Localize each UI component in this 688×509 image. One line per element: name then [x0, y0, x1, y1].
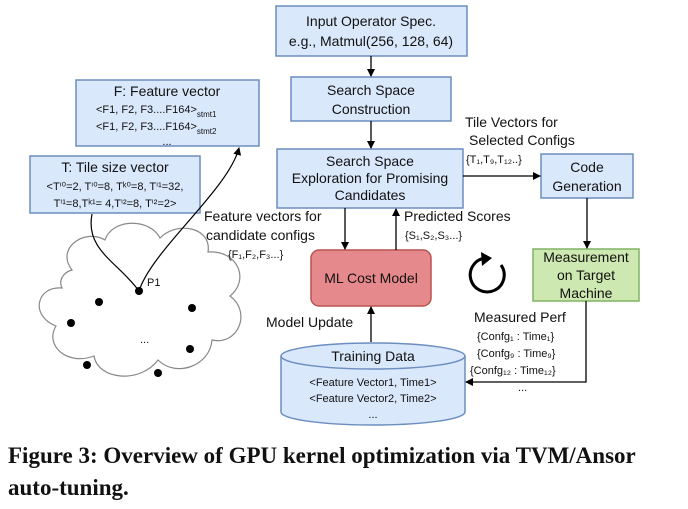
- exploration-line1: Search Space: [326, 153, 414, 169]
- measured-conf-more: ...: [518, 382, 527, 394]
- code-gen-line1: Code: [570, 159, 604, 175]
- refresh-cycle-icon: [468, 252, 506, 294]
- code-gen-line2: Generation: [552, 178, 621, 194]
- tile-vectors-label-1: Tile Vectors for: [465, 114, 558, 130]
- tile-vectors-label-3: {T₁,T₉,T₁₂..}: [466, 154, 522, 166]
- tile-box-line1: <Tⁱ⁰=2, Tⁱ⁰=8, Tᵏ⁰=8, Tⁱ¹=32,: [47, 181, 184, 193]
- code-generation-box: Code Generation: [540, 153, 634, 199]
- p1-to-feature-connector: [138, 147, 242, 292]
- feature-vectors-label-3: {F₁,F₂,F₃...}: [228, 249, 284, 261]
- feature-box-row3: ...: [162, 136, 171, 148]
- feature-vector-box: F: Feature vector <F1, F2, F3....F164>st…: [75, 79, 260, 148]
- feature-vectors-label-1: Feature vectors for: [204, 208, 322, 224]
- feature-box-title: F: Feature vector: [114, 83, 221, 99]
- training-data-row1: <Feature Vector1, Time1>: [309, 377, 436, 389]
- search-space-line1: Search Space: [327, 82, 415, 98]
- tile-vectors-label-2: Selected Configs: [469, 132, 575, 148]
- figure-caption: Figure 3: Overview of GPU kernel optimiz…: [8, 443, 636, 500]
- search-space-cloud: P1 ...: [38, 222, 242, 377]
- exploration-line3: Candidates: [335, 187, 406, 203]
- measurement-line2: on Target: [557, 267, 615, 283]
- training-data-title: Training Data: [331, 348, 415, 364]
- feature-box-row1: <F1, F2, F3....F164>stmt1: [96, 104, 217, 119]
- p1-to-tile-connector: [90, 213, 140, 292]
- cloud-point: [154, 369, 162, 377]
- cloud-ellipsis: ...: [140, 334, 149, 346]
- search-space-construction-box: Search Space Construction: [290, 76, 452, 122]
- predicted-scores-label: Predicted Scores: [404, 208, 511, 224]
- arrow-measurement-to-training: [465, 301, 587, 386]
- input-operator-spec-box: Input Operator Spec. e.g., Matmul(256, 1…: [275, 5, 468, 57]
- measured-conf1: {Confg₁ : Time₁}: [477, 331, 554, 343]
- measured-perf-label: Measured Perf: [474, 309, 566, 325]
- feature-vectors-label-2: candidate configs: [206, 227, 315, 243]
- tile-size-vector-box: T: Tile size vector <Tⁱ⁰=2, Tⁱ⁰=8, Tᵏ⁰=8…: [29, 155, 201, 214]
- measurement-box: Measurement on Target Machine: [532, 248, 640, 302]
- exploration-box: Search Space Exploration for Promising C…: [276, 148, 464, 209]
- search-space-line2: Construction: [332, 101, 411, 117]
- cloud-point: [83, 361, 91, 369]
- input-spec-line2: e.g., Matmul(256, 128, 64): [289, 33, 453, 49]
- ml-model-label: ML Cost Model: [324, 270, 418, 286]
- training-data-row2: <Feature Vector2, Time2>: [309, 393, 436, 405]
- measurement-line1: Measurement: [543, 249, 629, 265]
- training-data-cylinder: Training Data <Feature Vector1, Time1> <…: [280, 342, 466, 426]
- input-spec-line1: Input Operator Spec.: [306, 13, 436, 29]
- predicted-scores-values: {S₁,S₂,S₃...}: [405, 230, 462, 242]
- exploration-line2: Exploration for Promising: [292, 170, 448, 186]
- tile-box-line2: Tⁱ¹=8,Tᵏ¹= 4,Tⁱ²=8, Tⁱ²=2>: [54, 198, 177, 210]
- measured-conf12: {Confg₁₂ : Time₁₂}: [470, 365, 556, 377]
- tile-box-title: T: Tile size vector: [61, 159, 169, 175]
- cloud-point: [188, 304, 196, 312]
- cloud-point: [67, 319, 75, 327]
- ml-cost-model-box: ML Cost Model: [310, 249, 432, 307]
- cloud-point: [186, 345, 194, 353]
- cloud-point: [95, 298, 103, 306]
- diagram-canvas: Input Operator Spec. e.g., Matmul(256, 1…: [29, 5, 640, 426]
- model-update-label: Model Update: [266, 314, 353, 330]
- measured-conf9: {Confg₉ : Time₉}: [477, 348, 556, 360]
- measurement-line3: Machine: [560, 285, 613, 301]
- feature-box-row2: <F1, F2, F3....F164>stmt2: [96, 121, 217, 136]
- p1-label: P1: [147, 277, 160, 289]
- training-data-row3: ...: [368, 409, 377, 421]
